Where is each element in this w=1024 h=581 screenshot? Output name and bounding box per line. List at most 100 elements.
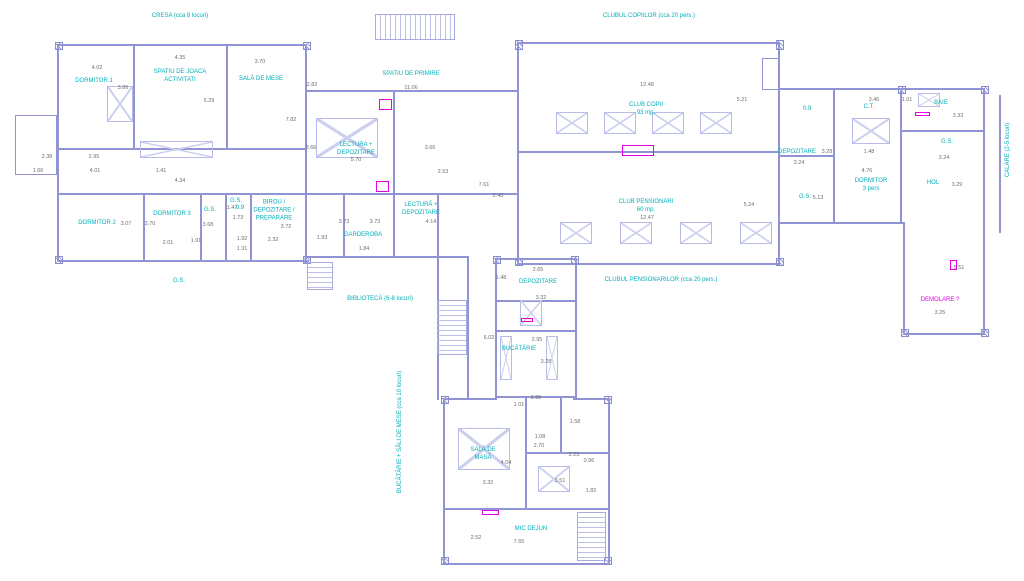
- furniture-symbol: [316, 118, 378, 158]
- wall-segment: [443, 508, 610, 510]
- wall-segment: [57, 260, 309, 262]
- wall-segment: [467, 258, 469, 400]
- room-label: CLUB COPII 93 mp.: [628, 102, 664, 116]
- dimension-label: 5.24: [743, 202, 755, 208]
- wall-segment: [57, 44, 307, 46]
- dimension-label: 12.47: [640, 215, 654, 221]
- dimension-label: 3.86: [117, 85, 129, 91]
- wall-segment: [517, 42, 780, 44]
- wall-segment: [443, 398, 445, 565]
- dimension-label: 3.28: [821, 149, 833, 155]
- dimension-label: 1.84: [358, 246, 370, 252]
- wall-segment: [517, 263, 780, 265]
- wall-pier: [981, 329, 989, 337]
- wall-segment: [780, 88, 985, 90]
- dimension-label: 4.34: [174, 178, 186, 184]
- wall-segment: [495, 330, 575, 332]
- wall-segment: [608, 398, 610, 565]
- dimension-label: 3.73: [338, 219, 350, 225]
- furniture-symbol: [918, 93, 940, 107]
- wall-segment: [517, 151, 780, 153]
- dimension-label: 2.32: [267, 237, 279, 243]
- room-label: G.S.: [229, 198, 243, 205]
- room-label: SALĂ DE MASĂ: [470, 447, 496, 461]
- room-label: DEMOLARE ?: [920, 297, 960, 304]
- dimension-label: 2.23: [568, 452, 580, 458]
- room-label: GARDEROBA: [343, 232, 383, 239]
- wall-pier: [898, 86, 906, 94]
- room-label: CLUBUL PENSIONARILOR (cca 20 pers.): [604, 277, 718, 284]
- room-label: HOL: [926, 180, 940, 187]
- room-label: CLUBUL COPIILOR (cca 20 pers.): [602, 13, 696, 20]
- wall-segment: [226, 44, 228, 150]
- dimension-label: 3.68: [202, 222, 214, 228]
- door-highlight: [950, 260, 957, 270]
- door-highlight: [622, 145, 654, 156]
- dimension-label: 5.70: [350, 157, 362, 163]
- dimension-label: 7.65: [513, 539, 525, 545]
- dimension-label: 1.47: [226, 205, 238, 211]
- room-label: DORMITOR 3 pers: [854, 178, 888, 192]
- wall-segment: [778, 42, 780, 265]
- dimension-label: 5.21: [736, 97, 748, 103]
- dimension-label: 1.08: [534, 434, 546, 440]
- dimension-label: 4.02: [91, 65, 103, 71]
- room-label: BAIE: [934, 100, 948, 107]
- dimension-label: 1.93: [316, 235, 328, 241]
- dimension-label: 3.66: [305, 145, 317, 151]
- wall-segment: [250, 193, 252, 262]
- wall-pier: [441, 557, 449, 565]
- dimension-label: 3.07: [120, 221, 132, 227]
- dimension-label: 3.24: [938, 155, 950, 161]
- wall-segment: [393, 195, 395, 256]
- stairs: [307, 262, 333, 290]
- dimension-label: 4.76: [861, 168, 873, 174]
- room-label: 0.9: [235, 205, 245, 212]
- wall-segment: [575, 258, 577, 398]
- dimension-label: 3.70: [144, 221, 156, 227]
- dimension-label: 1.73: [232, 215, 244, 221]
- room-label: BUCĂTĂRIE: [501, 346, 537, 353]
- furniture-symbol: [520, 300, 542, 326]
- dimension-label: 2.82: [306, 82, 318, 88]
- wall-pier: [981, 86, 989, 94]
- room-label: MIC DEJUN: [514, 526, 548, 533]
- dimension-label: 3.46: [868, 97, 880, 103]
- dimension-label: 0.96: [583, 458, 595, 464]
- dimension-label: 3.73: [369, 219, 381, 225]
- door-highlight: [521, 318, 533, 322]
- dimension-label: 1.48: [495, 275, 507, 281]
- wall-pier: [515, 40, 523, 50]
- furniture-symbol: [652, 112, 684, 134]
- dimension-label: 3.29: [951, 182, 963, 188]
- dimension-label: 2.95: [88, 154, 100, 160]
- dimension-label: 3.32: [535, 295, 547, 301]
- room-label: 0.9: [802, 106, 812, 113]
- dimension-label: 1.41: [155, 168, 167, 174]
- wall-segment: [143, 193, 145, 262]
- furniture-symbol: [700, 112, 732, 134]
- room-label: SPATIU DE PRIMIRE: [382, 71, 440, 78]
- furniture-symbol: [604, 112, 636, 134]
- wall-segment: [343, 195, 345, 256]
- room-label: BUCĂTĂRIE + SĂLI DE MESE (cca 10 locuri): [397, 370, 404, 494]
- furniture-symbol: [538, 466, 570, 492]
- wall-segment: [305, 90, 517, 92]
- dimension-label: 1.91: [190, 238, 202, 244]
- room-label: SALĂ DE MESE: [238, 76, 284, 83]
- stairs: [577, 512, 606, 561]
- wall-segment: [443, 398, 497, 400]
- dimension-label: 1.92: [236, 236, 248, 242]
- furniture-symbol: [500, 336, 512, 380]
- wall-segment: [200, 193, 202, 262]
- wall-segment: [443, 563, 610, 565]
- wall-outline: [15, 115, 57, 175]
- furniture-symbol: [140, 141, 213, 158]
- dimension-label: 3.28: [540, 359, 552, 365]
- wall-segment: [780, 155, 833, 157]
- dimension-label: 1.31: [236, 246, 248, 252]
- dimension-label: 5.51: [953, 265, 965, 271]
- furniture-symbol: [680, 222, 712, 244]
- dimension-label: 2.52: [470, 535, 482, 541]
- wall-pier: [441, 396, 449, 404]
